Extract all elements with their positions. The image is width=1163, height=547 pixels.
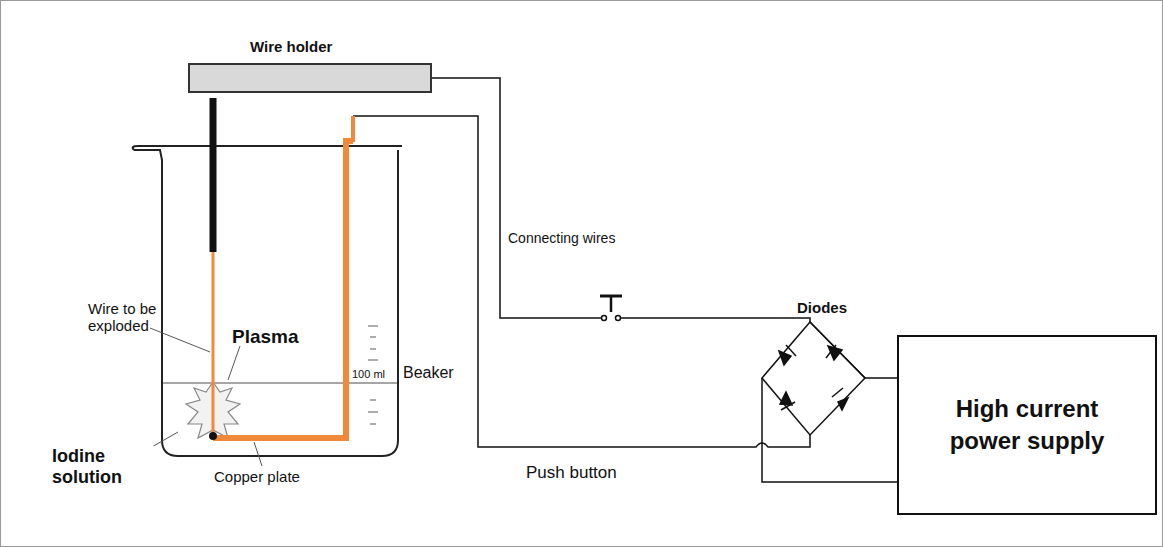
part-label: Plasma <box>232 326 299 348</box>
beaker-outline <box>134 150 398 456</box>
copper-plate <box>213 141 353 438</box>
holder-bar <box>188 63 432 93</box>
wire-holder: Wire holder <box>188 38 432 93</box>
return-wire <box>353 116 810 447</box>
exploding-wire <box>212 252 215 434</box>
part-label: Diodes <box>797 299 847 316</box>
beaker-rim <box>133 146 402 150</box>
electrode-rod <box>210 98 217 252</box>
leader-line <box>228 346 240 380</box>
part-label: Wire holder <box>188 38 432 55</box>
contact-dot <box>209 432 217 440</box>
leader-line <box>150 328 210 352</box>
bridge-wire <box>762 378 897 482</box>
switch-cap <box>600 295 622 298</box>
diode-symbols <box>779 345 848 410</box>
part-label: Push button <box>526 463 617 483</box>
part-label: Wire to be exploded <box>88 300 178 335</box>
part-label: Copper plate <box>214 468 300 485</box>
box-label: High current power supply <box>922 393 1132 458</box>
part-label: Connecting wires <box>508 230 615 246</box>
leader-line <box>150 432 178 448</box>
switch-stem <box>610 296 613 312</box>
connecting-wire <box>432 78 897 378</box>
power-supply-box: High current power supply <box>897 335 1157 515</box>
leader-line <box>254 442 262 466</box>
part-label: Beaker <box>403 364 454 382</box>
diode-bridge <box>762 322 865 435</box>
volume-mark: 100 ml <box>352 368 385 381</box>
copper-plate-lead <box>351 116 355 142</box>
switch-contact <box>616 316 621 321</box>
liquid-level <box>163 382 397 384</box>
part-label: Iodine solution <box>50 446 154 487</box>
wire-path <box>432 78 897 378</box>
switch-contact <box>602 316 607 321</box>
